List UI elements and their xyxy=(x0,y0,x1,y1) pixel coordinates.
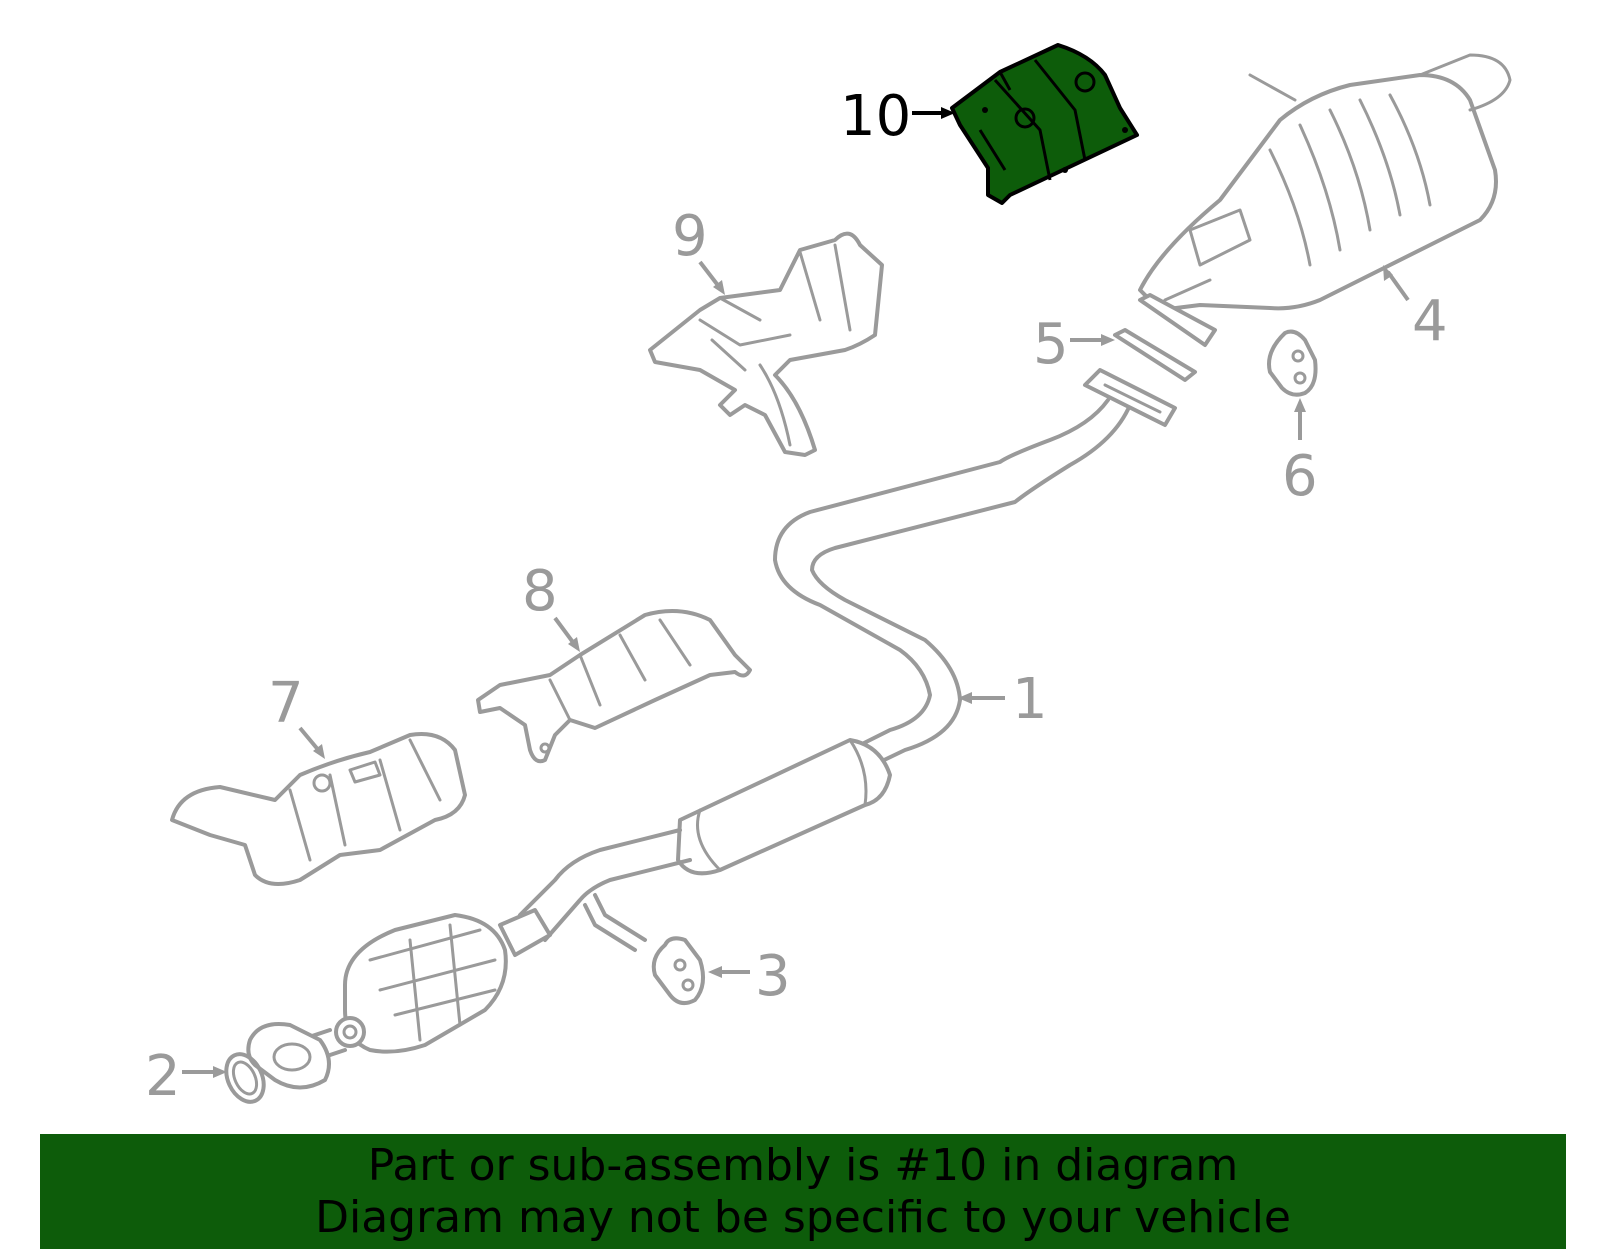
banner-line-1: Part or sub-assembly is #10 in diagram xyxy=(367,1139,1239,1191)
svg-text:4: 4 xyxy=(1412,289,1448,354)
part-5-gasket[interactable] xyxy=(1113,328,1197,382)
callout-9: 9 xyxy=(672,204,725,295)
svg-text:9: 9 xyxy=(672,204,708,269)
catalytic-converter[interactable] xyxy=(246,908,552,1090)
callout-2: 2 xyxy=(145,1044,227,1109)
svg-text:2: 2 xyxy=(145,1044,181,1109)
part-3-rubber-hanger[interactable] xyxy=(651,936,706,1006)
part-2-gasket[interactable] xyxy=(219,1048,271,1108)
part-1-exhaust-pipe[interactable] xyxy=(518,368,1177,942)
svg-text:3: 3 xyxy=(755,944,791,1009)
info-banner: Part or sub-assembly is #10 in diagram D… xyxy=(40,1134,1566,1249)
callout-4: 4 xyxy=(1383,265,1448,354)
svg-text:1: 1 xyxy=(1012,667,1048,732)
callout-1: 1 xyxy=(958,667,1048,732)
callout-6: 6 xyxy=(1282,398,1318,509)
svg-text:5: 5 xyxy=(1033,312,1069,377)
callout-5: 5 xyxy=(1033,312,1115,377)
callout-3: 3 xyxy=(708,944,791,1009)
banner-line-2: Diagram may not be specific to your vehi… xyxy=(315,1191,1291,1243)
part-8-heat-shield[interactable] xyxy=(476,609,752,764)
callout-10: 10 xyxy=(840,84,955,149)
part-10-heat-shield-highlighted[interactable] xyxy=(950,43,1139,205)
callout-8: 8 xyxy=(522,559,580,652)
callout-7: 7 xyxy=(268,671,325,759)
part-4-muffler[interactable] xyxy=(1138,53,1512,347)
hanger-rod xyxy=(583,893,647,952)
svg-text:10: 10 xyxy=(840,84,911,149)
part-9-heat-shield[interactable] xyxy=(648,231,884,457)
part-7-heat-shield[interactable] xyxy=(170,732,467,886)
svg-text:8: 8 xyxy=(522,559,558,624)
svg-text:7: 7 xyxy=(268,671,304,736)
svg-text:6: 6 xyxy=(1282,444,1318,509)
part-6-rubber-hanger[interactable] xyxy=(1267,329,1318,397)
